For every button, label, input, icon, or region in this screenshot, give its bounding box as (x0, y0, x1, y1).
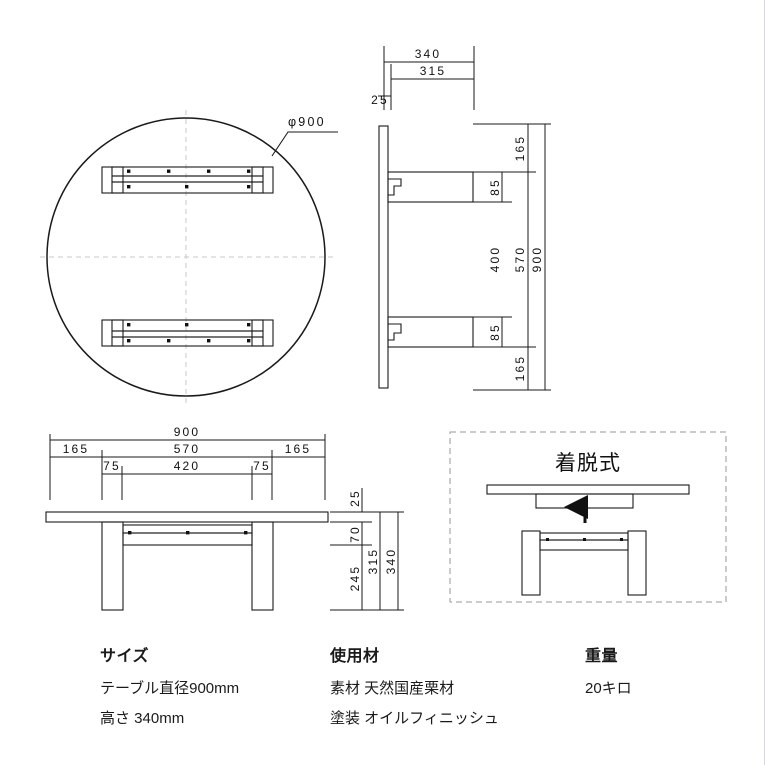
detail-leg-left (521, 530, 541, 596)
detachable-dashed-frame (449, 431, 727, 603)
detail-tabletop (486, 484, 690, 495)
dim-text-70: 70 (348, 525, 362, 543)
spec-weight-value: 20キロ (585, 680, 632, 697)
spec-column-material: 使用材 素材 天然国産栗材 塗装 オイルフィニッシュ (330, 648, 580, 739)
dim-text-340-top: 340 (415, 47, 442, 61)
diameter-leader-line (271, 131, 338, 157)
section-rail-lower-notch (388, 323, 402, 341)
elevation-leg-left (101, 521, 124, 611)
rail-bottom-lower (111, 336, 264, 347)
dim-text-900-elevation: 900 (174, 425, 201, 439)
dim-text-85-upper: 85 (488, 178, 502, 196)
elevation-rail-lower (122, 532, 253, 546)
spec-column-weight: 重量 20キロ (585, 648, 745, 709)
rail-top-upper (111, 166, 264, 177)
section-rail-upper-notch (388, 178, 402, 196)
dim-text-25-elevation: 25 (348, 489, 362, 507)
rail-top-mid (111, 175, 264, 183)
elevation-top-dimensions (49, 434, 326, 500)
spec-heading-size: サイズ (100, 648, 150, 665)
dim-text-315-top: 315 (420, 64, 447, 78)
dim-text-315-elevation: 315 (366, 548, 380, 575)
spec-material-type: 素材 天然国産栗材 (330, 680, 455, 697)
spec-heading-material: 使用材 (330, 648, 380, 665)
spec-size-diameter: テーブル直径900mm (100, 680, 240, 697)
dim-text-85-lower: 85 (488, 323, 502, 341)
dim-text-400: 400 (488, 246, 502, 273)
section-view-group (378, 125, 474, 389)
detail-tabletop-cleat (535, 493, 634, 509)
dim-text-900-section: 900 (530, 246, 544, 273)
plan-view-group (40, 110, 338, 404)
dim-text-25-top: 25 (371, 93, 389, 107)
plan-leg-assembly-top (101, 166, 274, 194)
elevation-view-group (45, 511, 329, 611)
spec-heading-weight: 重量 (585, 648, 619, 665)
tabletop-circle-outline (46, 117, 326, 397)
elevation-tabletop (45, 511, 329, 523)
dim-text-165-left: 165 (63, 442, 90, 456)
dim-text-420: 420 (174, 459, 201, 473)
spec-size-height: 高さ 340mm (100, 710, 185, 727)
dim-text-diameter: φ900 (288, 115, 326, 129)
elevation-screw-dots (128, 531, 248, 535)
dim-text-75-right: 75 (253, 459, 271, 473)
detachable-label: 着脱式 (555, 452, 621, 475)
detachable-detail-group (449, 431, 727, 603)
detail-rail-lower (539, 539, 629, 551)
dim-text-75-left: 75 (103, 459, 121, 473)
rail-bottom-mid (111, 330, 264, 338)
detail-leg-right (627, 530, 647, 596)
rail-top-lower (111, 181, 264, 194)
specifications-block: サイズ テーブル直径900mm 高さ 340mm 使用材 素材 天然国産栗材 塗… (0, 648, 765, 765)
detail-screw-dots (546, 538, 623, 541)
section-rail-upper (387, 171, 474, 203)
dim-text-165-right: 165 (285, 442, 312, 456)
dim-text-340-elevation: 340 (384, 548, 398, 575)
dim-text-165-upper: 165 (513, 135, 527, 162)
spec-column-size: サイズ テーブル直径900mm 高さ 340mm (100, 648, 315, 739)
elevation-leg-right (251, 521, 274, 611)
dim-text-165-lower: 165 (513, 355, 527, 382)
plan-leg-assembly-bottom (101, 319, 274, 347)
section-right-dimensions (473, 123, 551, 391)
section-top-dimensions (378, 46, 475, 110)
section-tabletop-slab (378, 125, 389, 389)
dim-text-245: 245 (348, 565, 362, 592)
elevation-right-dimensions (330, 488, 404, 611)
spec-material-finish: 塗装 オイルフィニッシュ (330, 710, 499, 727)
dim-text-570-section: 570 (513, 246, 527, 273)
dim-text-570-elevation: 570 (174, 442, 201, 456)
section-rail-lower (387, 316, 474, 348)
plan-screw-dots (127, 169, 251, 343)
